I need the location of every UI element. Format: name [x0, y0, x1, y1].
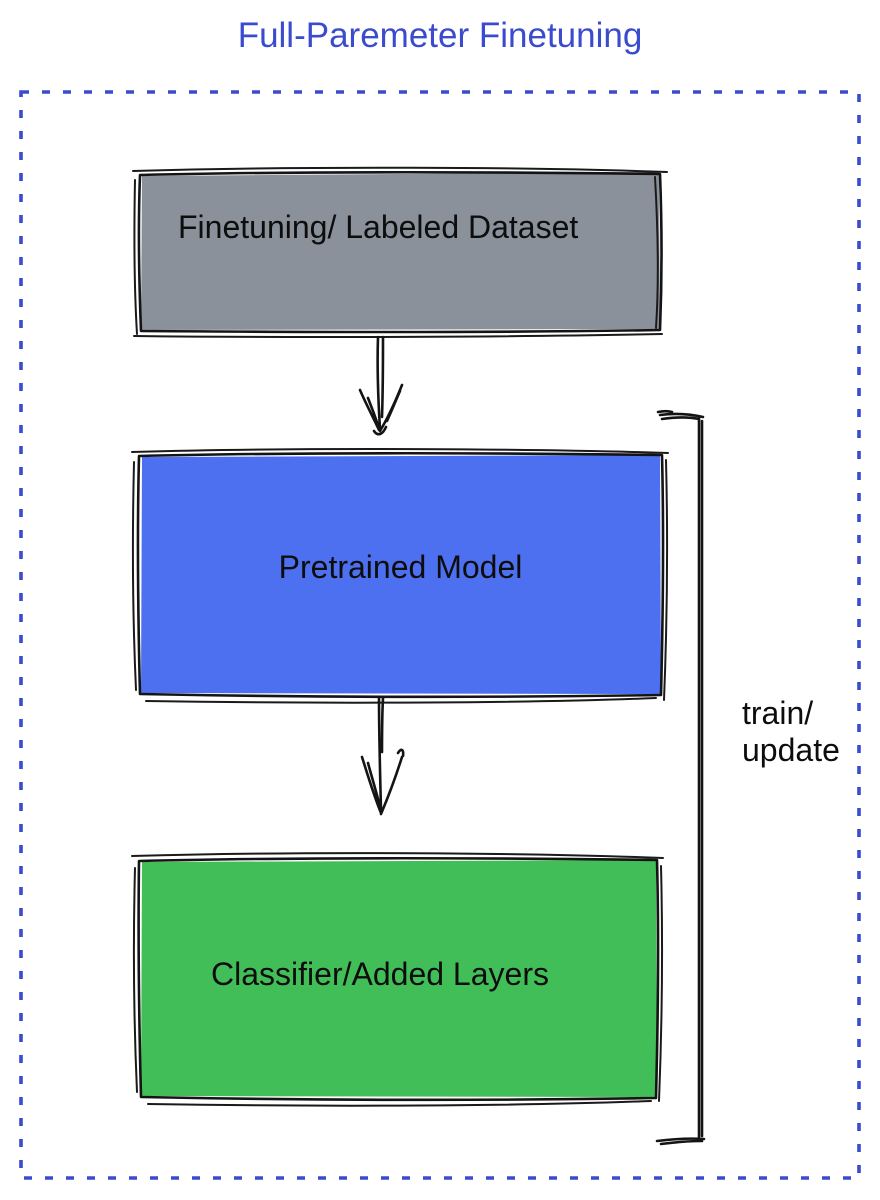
train-update-bracket [655, 409, 706, 1146]
arrow-dataset-to-model [358, 335, 404, 436]
pretrained-model-box [131, 448, 669, 704]
classifier-layers-box [131, 852, 664, 1107]
arrow-model-to-classifier [360, 696, 405, 816]
pretrained-model-label: Pretrained Model [278, 549, 523, 585]
finetuning-dataset-label: Finetuning/ Labeled Dataset [178, 209, 579, 245]
train-update-label-line2: update [742, 732, 840, 768]
dashed-frame [19, 90, 861, 1180]
classifier-layers-box-fill [141, 860, 657, 1097]
finetuning-dataset-box-fill [141, 172, 660, 330]
classifier-layers-label: Classifier/Added Layers [211, 956, 549, 992]
pretrained-model-box-fill [141, 455, 661, 694]
train-update-label-line1: train/ [742, 695, 814, 731]
finetuning-dataset-box [132, 166, 668, 339]
train-update-label: train/ update [742, 695, 840, 769]
diagram-title: Full-Paremeter Finetuning [237, 16, 643, 55]
